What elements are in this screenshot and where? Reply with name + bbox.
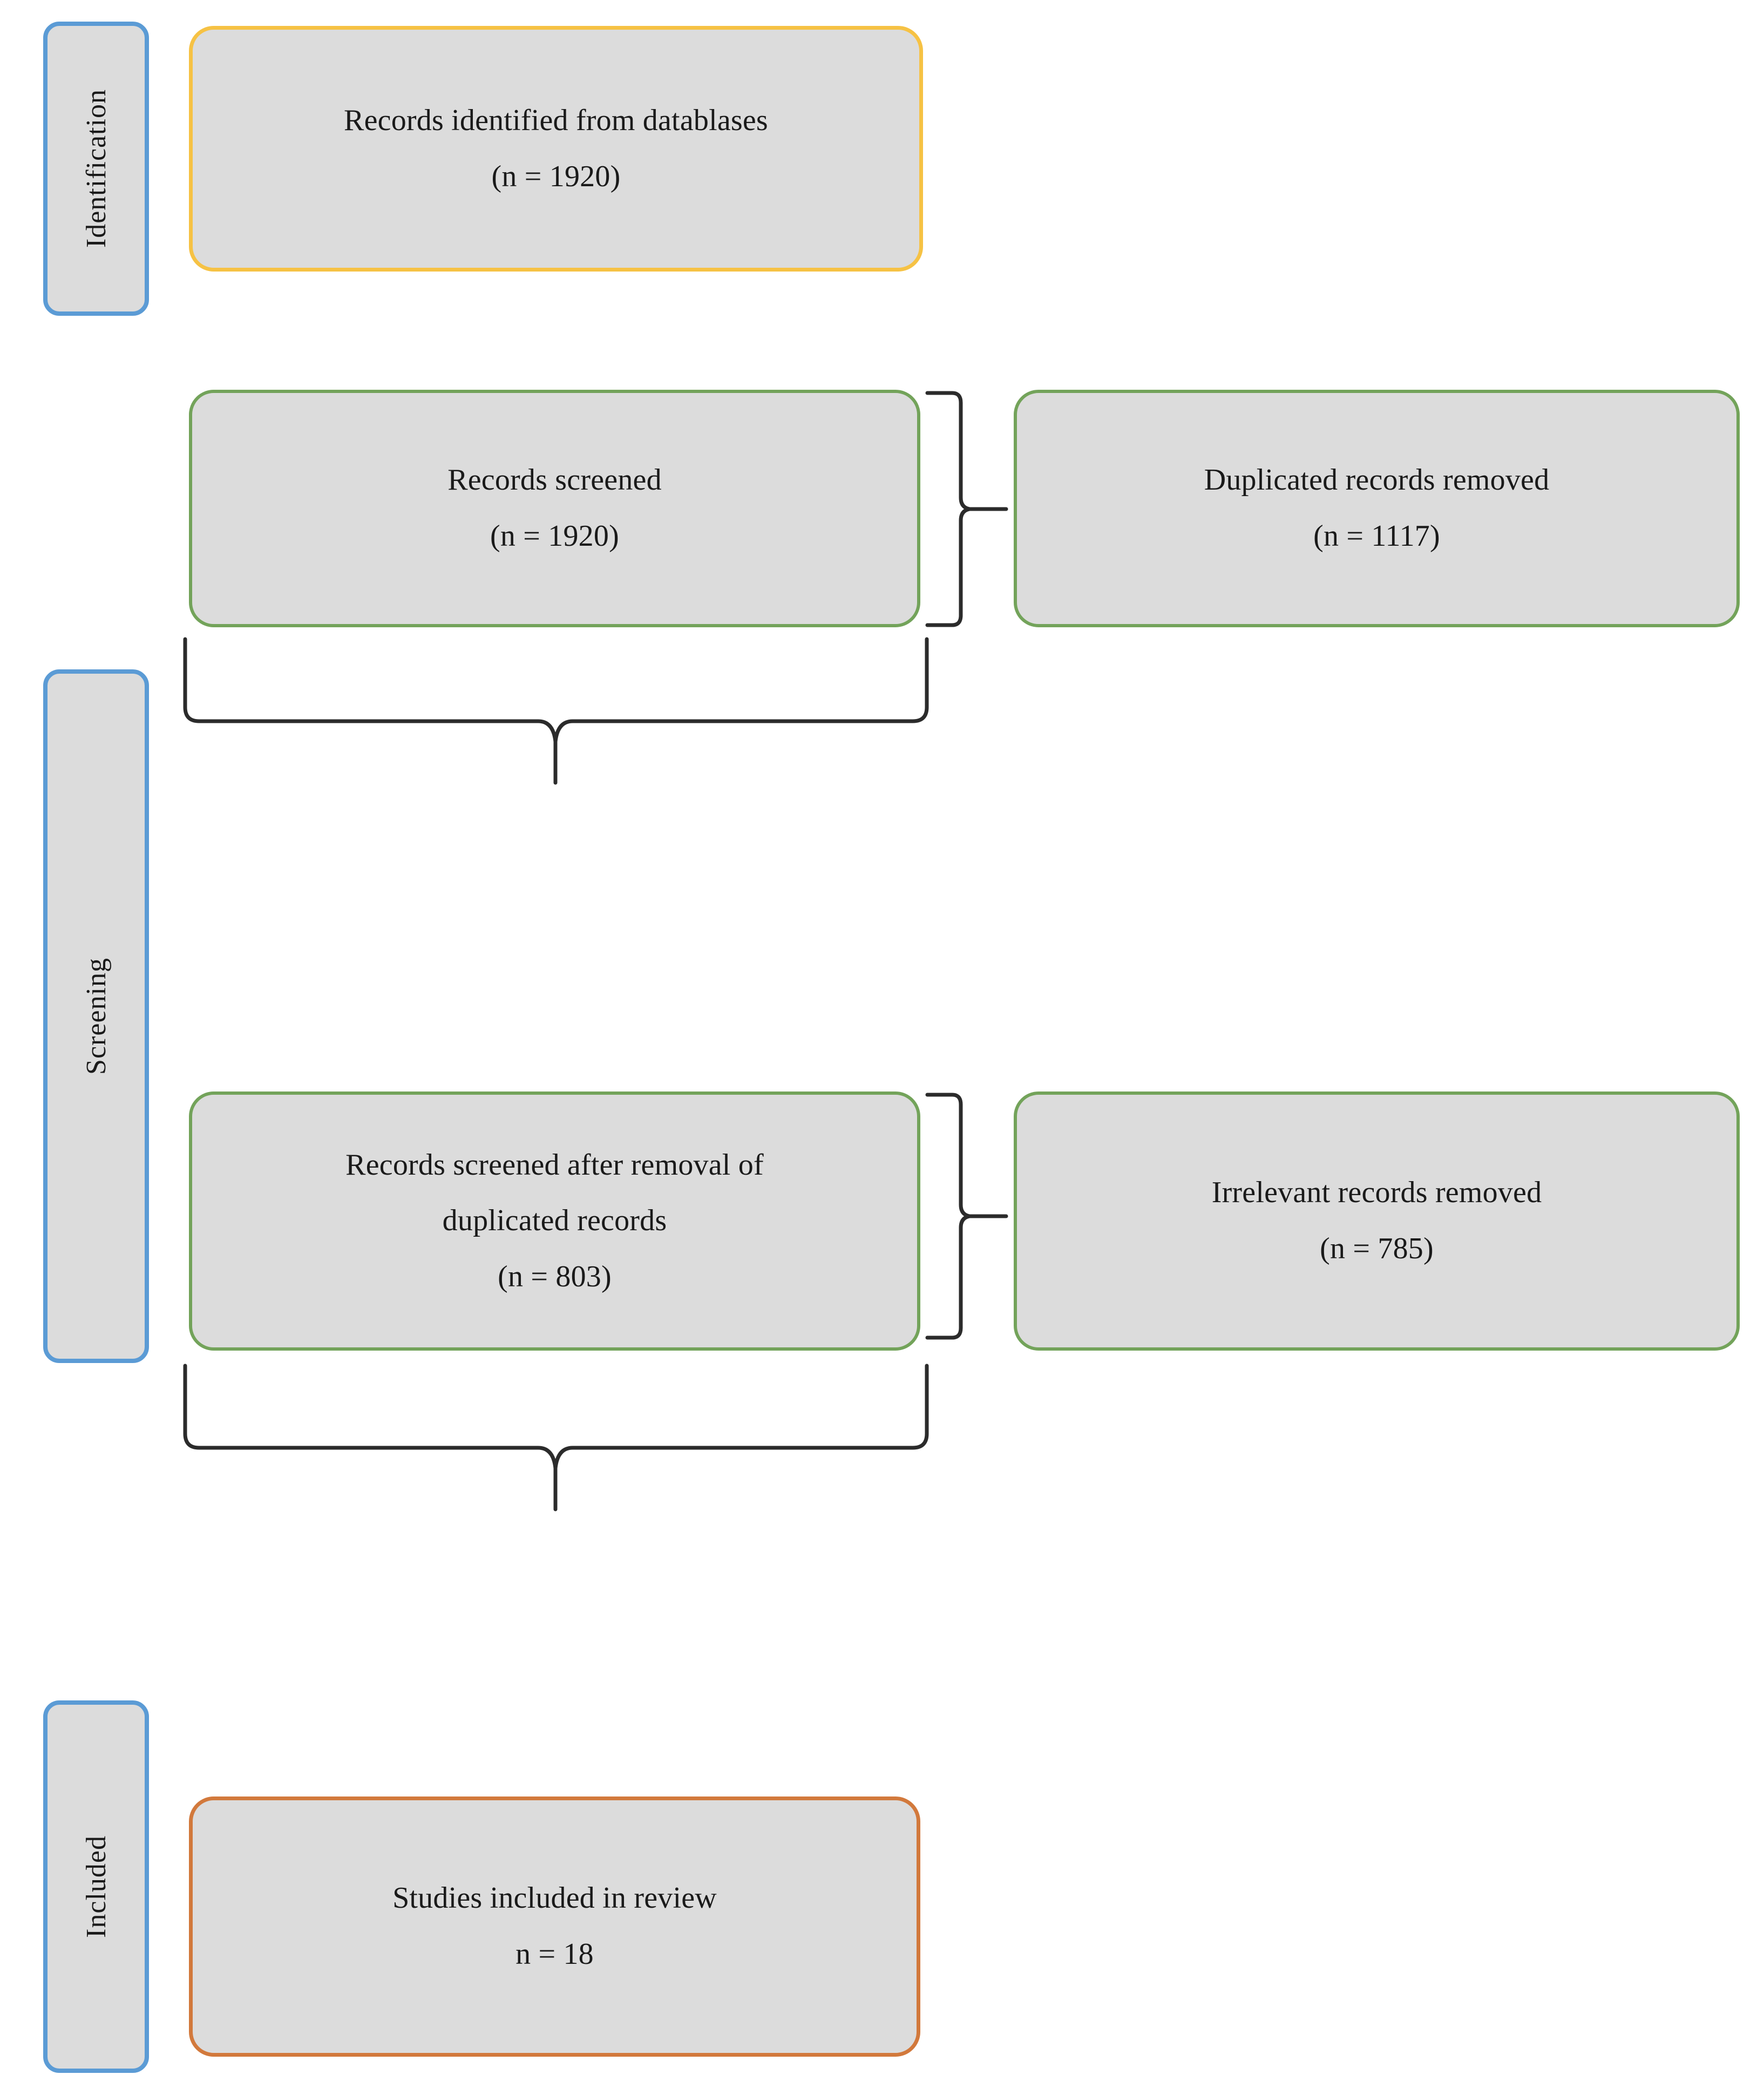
node-records-screened-after-dedup-line-2: duplicated records (442, 1204, 667, 1238)
node-records-screened-after-dedup-line-1: Records screened after removal of (345, 1148, 764, 1182)
connector-brace-dedup-down (181, 1362, 931, 1514)
stage-label-identification-text: Identification (80, 89, 112, 248)
node-records-screened-line-2: (n = 1920) (490, 519, 619, 553)
stage-label-screening: Screening (43, 669, 149, 1363)
node-records-identified-line-1: Records identified from datablases (344, 103, 768, 137)
node-duplicates-removed-line-2: (n = 1117) (1313, 519, 1440, 553)
node-records-identified: Records identified from datablases (n = … (189, 26, 923, 272)
node-records-screened-after-dedup: Records screened after removal of duplic… (189, 1092, 920, 1351)
node-studies-included: Studies included in review n = 18 (189, 1797, 920, 2057)
node-duplicates-removed: Duplicated records removed (n = 1117) (1014, 390, 1740, 627)
node-records-screened-line-1: Records screened (447, 463, 662, 497)
stage-label-identification: Identification (43, 22, 149, 316)
connector-brace-screened-down (181, 636, 931, 787)
node-irrelevant-removed: Irrelevant records removed (n = 785) (1014, 1092, 1740, 1351)
node-records-identified-line-2: (n = 1920) (491, 159, 621, 193)
node-studies-included-line-2: n = 18 (515, 1937, 594, 1971)
stage-label-included: Included (43, 1700, 149, 2073)
node-records-screened: Records screened (n = 1920) (189, 390, 920, 627)
node-records-screened-after-dedup-line-3: (n = 803) (498, 1259, 612, 1293)
connector-brace-dedup-to-irrelevant (924, 1092, 1016, 1341)
node-irrelevant-removed-line-2: (n = 785) (1320, 1232, 1434, 1265)
node-duplicates-removed-line-1: Duplicated records removed (1204, 463, 1550, 497)
connector-brace-screened-to-duplicates (924, 390, 1016, 628)
node-irrelevant-removed-line-1: Irrelevant records removed (1211, 1176, 1542, 1210)
node-studies-included-line-1: Studies included in review (392, 1881, 717, 1915)
stage-label-screening-text: Screening (80, 958, 112, 1075)
stage-label-included-text: Included (80, 1835, 112, 1938)
